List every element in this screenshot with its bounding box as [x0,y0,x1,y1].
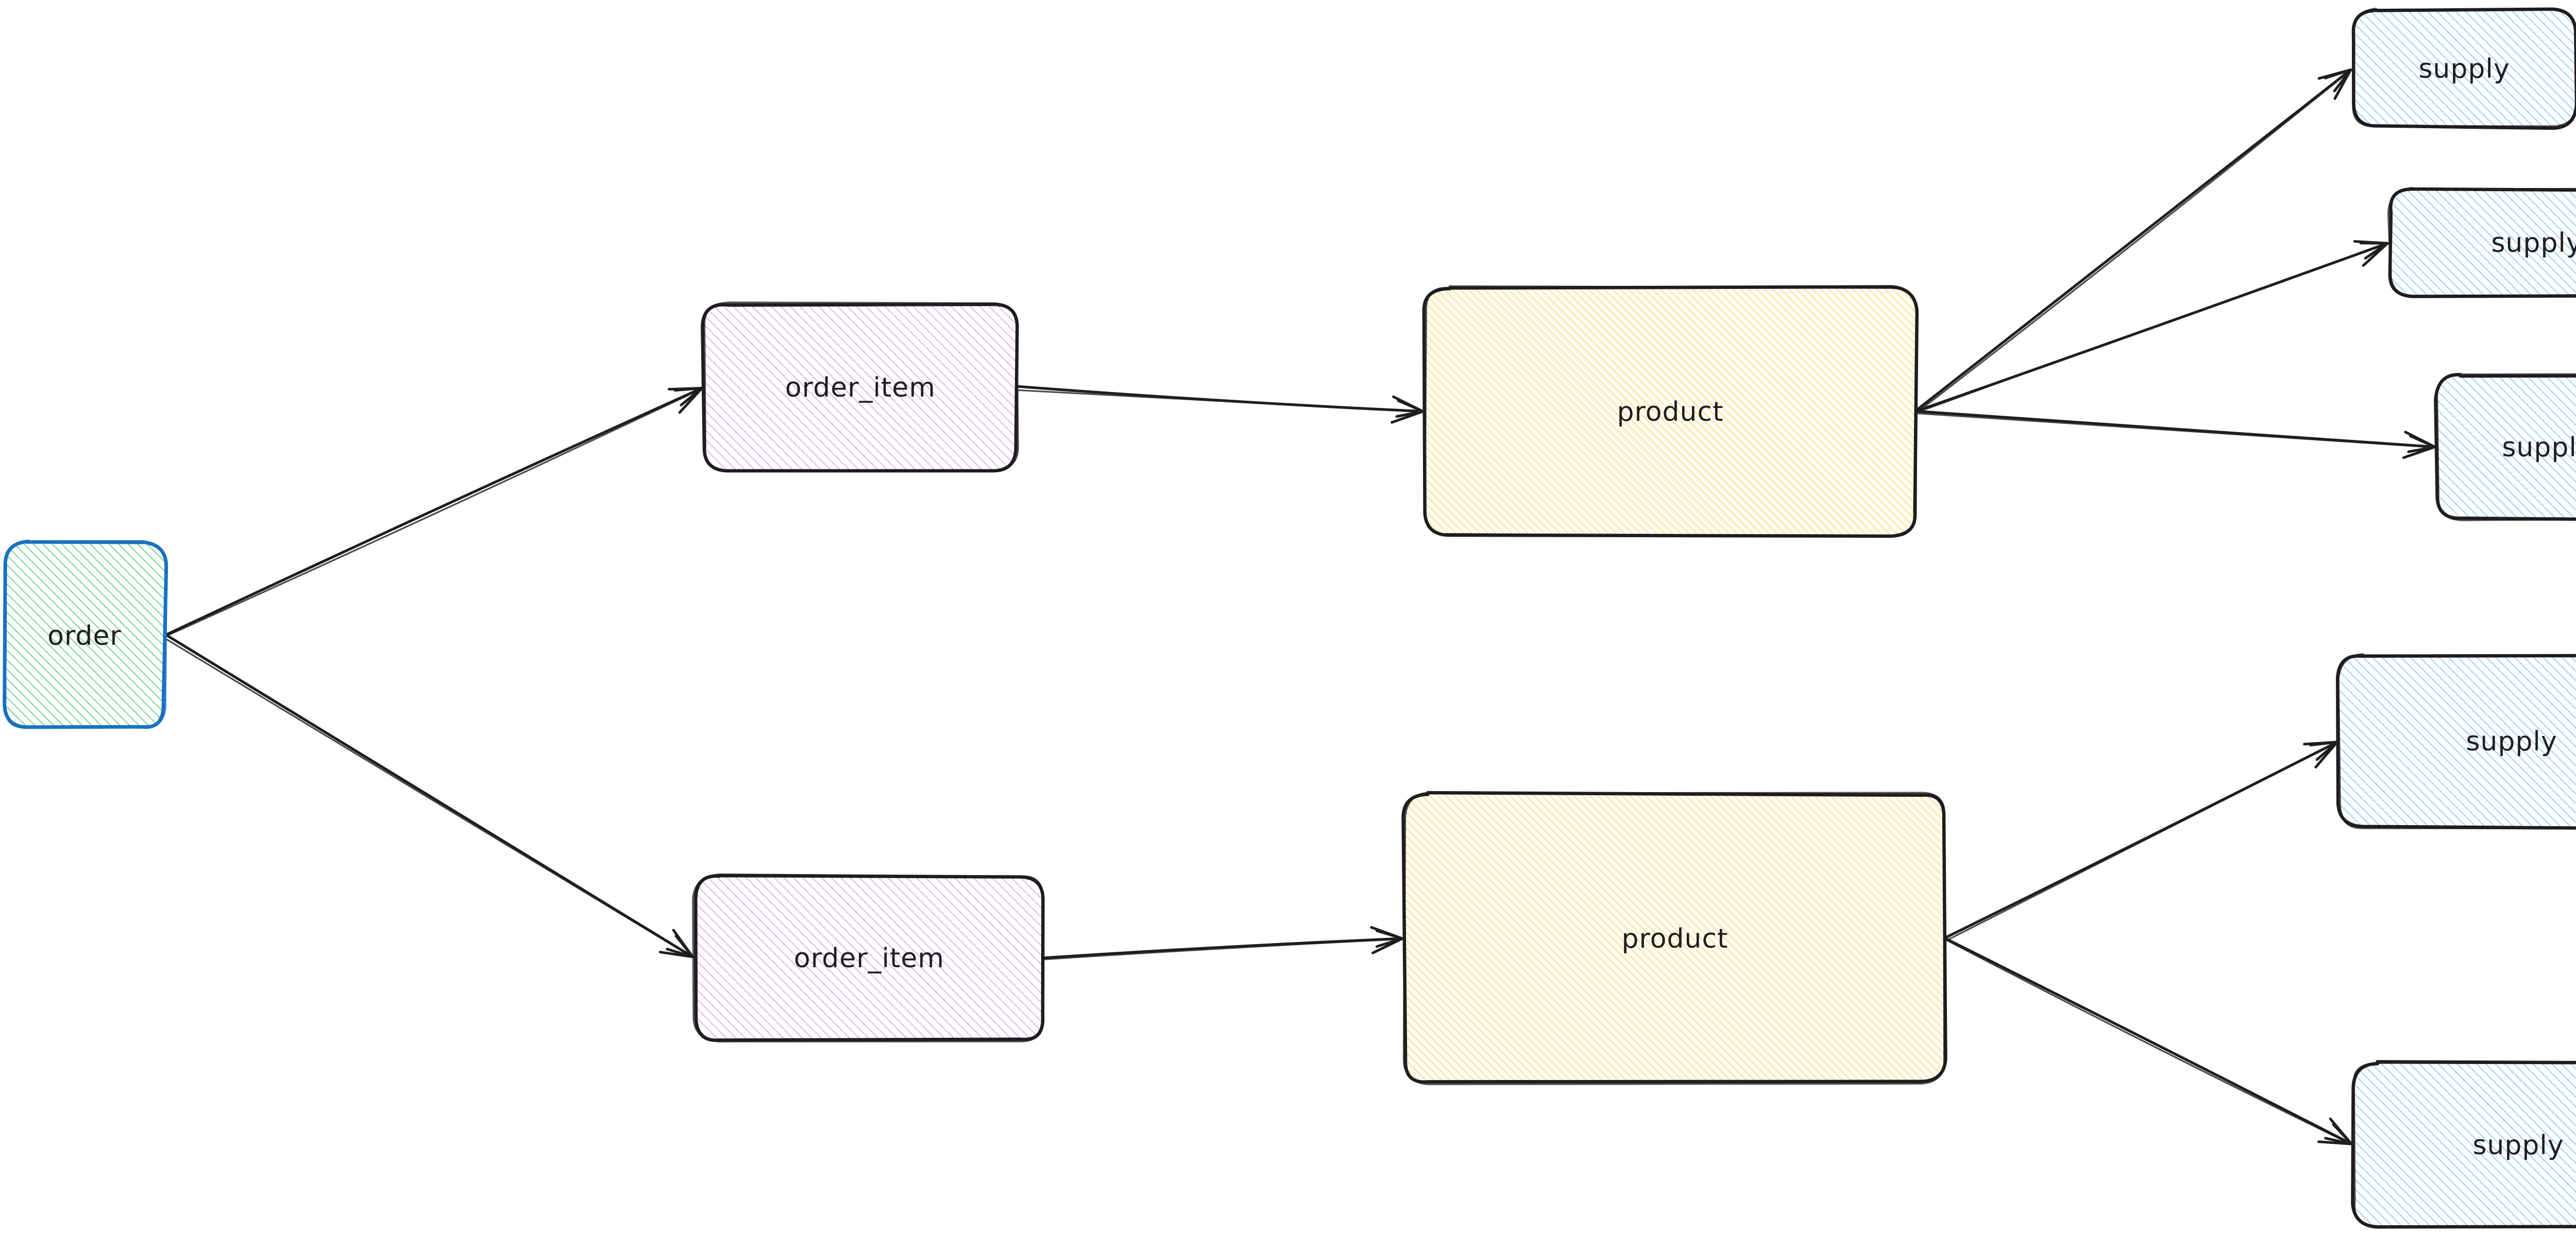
edge-line [1914,412,2436,449]
arrow-head [2407,435,2436,453]
node-fill [1403,794,1946,1083]
edge-line [1914,68,2352,413]
edge-line [163,388,703,638]
node-fill [2338,655,2576,828]
node-product_top[interactable]: product [1422,285,1919,538]
arrow-head [1375,929,1404,948]
node-order[interactable]: order [3,539,168,729]
node-label: order_item [785,372,936,403]
node-product_bottom[interactable]: product [1401,791,1947,1085]
node-supply_4[interactable]: supply [2335,653,2576,830]
node-label: supply [2472,1130,2564,1161]
node-label: product [1617,397,1723,427]
node-supply_2[interactable]: supply [2387,187,2576,298]
node-label: supply [2491,228,2576,259]
arrow-head [1395,399,1425,418]
edge-product_bottom-to-supply_5[interactable] [1944,937,2353,1145]
edge-line [1913,69,2352,415]
arrow-head [2359,242,2389,260]
edge-line [1015,389,1424,413]
node-order_item_bottom[interactable]: order_item [692,873,1045,1042]
edge-line [1943,741,2339,939]
node-outline [2337,653,2576,830]
node-outline [1423,285,1918,538]
edge-line [164,637,694,958]
node-outline [2335,654,2576,830]
arrow-head [2309,741,2338,761]
node-outline [4,541,168,729]
node-fill [2388,189,2576,296]
node-label: order_item [794,943,944,974]
edge-layer [163,68,2436,1145]
node-fill [1425,286,1916,536]
node-fill [3,542,165,729]
edge-line [1042,938,1403,961]
edge-line [1914,243,2388,414]
node-label: order [47,621,122,652]
node-fill [2352,10,2576,127]
edge-order-to-order_item_bottom[interactable] [164,633,694,958]
edge-order_item_bottom-to-product_bottom[interactable] [1042,926,1404,961]
node-outline [2352,8,2576,128]
node-outline [2352,1061,2576,1228]
node-layer: orderorder_itemorder_itemproductproducts… [3,7,2576,1229]
arrow-head [674,387,703,406]
node-fill [2353,1062,2576,1227]
edge-product_top-to-supply_3[interactable] [1913,409,2436,459]
arrow-head [666,934,694,958]
node-outline [703,301,1019,473]
node-label: product [1621,923,1728,954]
edge-product_top-to-supply_2[interactable] [1913,240,2389,414]
edge-line [1944,742,2338,942]
node-label: supply [2466,726,2557,757]
node-outline [2436,372,2576,521]
edge-line [1945,939,2353,1145]
edge-product_top-to-supply_1[interactable] [1913,68,2352,415]
node-order_item_top[interactable]: order_item [701,301,1019,473]
node-fill [2436,374,2576,519]
edge-line [164,633,694,958]
arrow-head [2324,68,2352,93]
edge-order_item_top-to-product_top[interactable] [1014,385,1425,424]
node-outline [2387,187,2576,298]
edge-line [164,387,703,637]
node-outline [1402,792,1945,1085]
node-supply_3[interactable]: supply [2434,372,2576,521]
node-fill [703,303,1018,471]
node-label: supply [2418,54,2510,84]
edge-product_bottom-to-supply_4[interactable] [1943,741,2339,942]
edge-order-to-order_item_top[interactable] [163,387,703,638]
arrow-head [2324,1123,2353,1145]
edge-line [1944,937,2353,1145]
edge-line [1014,385,1425,413]
node-supply_1[interactable]: supply [2351,7,2576,130]
node-outline [692,873,1044,1042]
node-fill [693,875,1044,1041]
node-supply_5[interactable]: supply [2351,1060,2576,1229]
node-label: supply [2502,432,2576,463]
